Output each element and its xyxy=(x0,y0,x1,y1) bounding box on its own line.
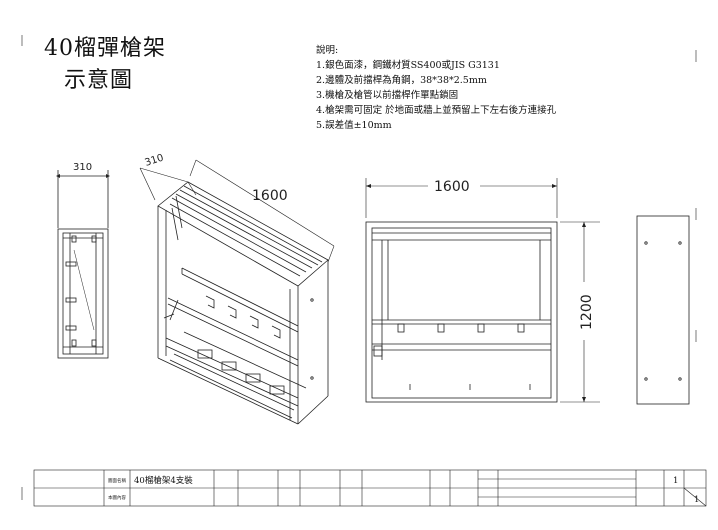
title-block-value: 1 xyxy=(673,476,678,486)
drawing-name-label: 圖面名稱 xyxy=(108,477,126,484)
note-item-1: 1.銀色面漆，鋼鐵材質SS400或JIS G3131 xyxy=(316,60,500,71)
front-view xyxy=(365,178,600,403)
page-number: 1 xyxy=(694,495,699,505)
back-plate-view xyxy=(636,215,690,405)
isometric-view xyxy=(139,159,335,425)
note-item-3: 3.機槍及槍管以前擋桿作單點鎖固 xyxy=(316,90,459,101)
note-item-5: 5.誤差值±10mm xyxy=(316,120,392,131)
drawing-title: 40榴彈槍架 xyxy=(44,36,166,61)
notes-heading: 說明: xyxy=(316,45,339,56)
front-height-dimension: 1200 xyxy=(579,294,595,330)
iso-length-dimension: 1600 xyxy=(252,188,288,204)
side-view xyxy=(56,170,110,359)
side-width-dimension: 310 xyxy=(73,162,92,173)
title-block xyxy=(33,469,707,507)
note-item-2: 2.邊體及前擋桿為角鋼，38*38*2.5mm xyxy=(316,75,487,86)
drawing-content-label: 本圖內容 xyxy=(108,494,126,501)
drawing-name-value: 40榴槍架4支裝 xyxy=(134,475,193,486)
iso-depth-dimension: 310 xyxy=(144,152,166,168)
note-item-4: 4.槍架需可固定 於地面或牆上並預留上下左右後方連接孔 xyxy=(316,105,557,116)
drawing-subtitle: 示意圖 xyxy=(64,68,134,93)
front-width-dimension: 1600 xyxy=(434,179,470,195)
